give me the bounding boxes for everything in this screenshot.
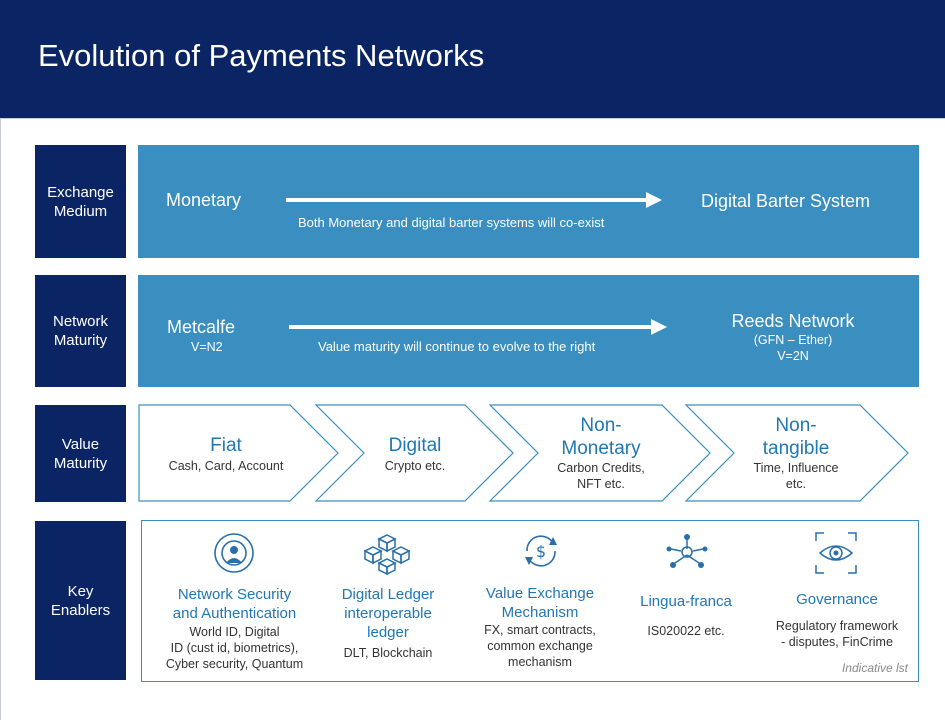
enabler-description: IS020022 etc. — [647, 624, 725, 638]
enabler-description: FX, smart contracts, common exchange mec… — [484, 623, 596, 669]
svg-text:$: $ — [536, 542, 546, 561]
stage-title: Non- Monetary — [561, 415, 641, 459]
chevron-fiat — [138, 404, 339, 502]
chevron-digital — [314, 404, 514, 502]
exchange-arrow-icon — [286, 192, 662, 208]
dollar-cycle-icon: $ — [525, 535, 557, 567]
enabler-title: Lingua-franca — [640, 593, 732, 610]
value-maturity-chevrons — [138, 404, 909, 502]
network-left-formula: V=N2 — [191, 340, 223, 354]
stage-title: Non- tangible — [762, 415, 830, 459]
ledger-cubes-icon — [364, 534, 410, 575]
network-right-note: (GFN – Ether) — [753, 333, 833, 347]
indicative-list-note: Indicative lst — [841, 661, 908, 675]
stage-subtitle: Cash, Card, Account — [168, 459, 284, 473]
network-nodes-icon — [666, 534, 708, 568]
left-divider — [0, 118, 1, 720]
network-arrow-icon — [289, 319, 667, 335]
exchange-medium-band: Monetary Both Monetary and digital barte… — [138, 145, 919, 258]
enabler-title: Network Security and Authentication — [172, 586, 297, 622]
enabler-description: Regulatory framework - disputes, FinCrim… — [775, 619, 899, 649]
enabler-title: Governance — [796, 591, 878, 608]
page-title: Evolution of Payments Networks — [38, 38, 485, 73]
header-bar: Evolution of Payments Networks — [0, 0, 945, 118]
network-right-label: Reeds Network — [731, 311, 855, 331]
stage-subtitle: Crypto etc. — [384, 459, 446, 473]
security-camera-icon — [214, 533, 254, 573]
enabler-title: Digital Ledger interoperable ledger — [341, 586, 435, 641]
stage-title: Digital — [388, 435, 442, 456]
header-divider — [0, 118, 945, 119]
chevron-non-tangible — [684, 404, 909, 502]
exchange-right-label: Digital Barter System — [701, 191, 871, 211]
eye-scan-icon — [815, 532, 857, 574]
row-label-value-maturity: Value Maturity — [35, 405, 126, 502]
network-left-label: Metcalfe — [167, 317, 236, 337]
row-label-key-enablers: Key Enablers — [35, 521, 126, 680]
key-enablers-panel: $ Network Security and Authentication Wo… — [141, 520, 919, 682]
stage-subtitle: Time, Influence etc. — [753, 461, 839, 491]
enabler-title: Value Exchange Mechanism — [485, 585, 595, 621]
row-label-exchange-medium: Exchange Medium — [35, 145, 126, 258]
exchange-left-label: Monetary — [166, 190, 242, 210]
chevron-non-monetary — [488, 404, 711, 502]
stage-title: Fiat — [210, 435, 242, 456]
exchange-arrow-caption: Both Monetary and digital barter systems… — [298, 215, 605, 230]
network-maturity-band: Metcalfe V=N2 Value maturity will contin… — [138, 275, 919, 387]
row-label-network-maturity: Network Maturity — [35, 275, 126, 387]
network-arrow-caption: Value maturity will continue to evolve t… — [318, 339, 596, 354]
network-right-formula: V=2N — [777, 349, 809, 363]
enabler-description: World ID, Digital ID (cust id, biometric… — [165, 625, 304, 671]
stage-subtitle: Carbon Credits, NFT etc. — [557, 461, 645, 491]
enabler-description: DLT, Blockchain — [343, 646, 433, 660]
